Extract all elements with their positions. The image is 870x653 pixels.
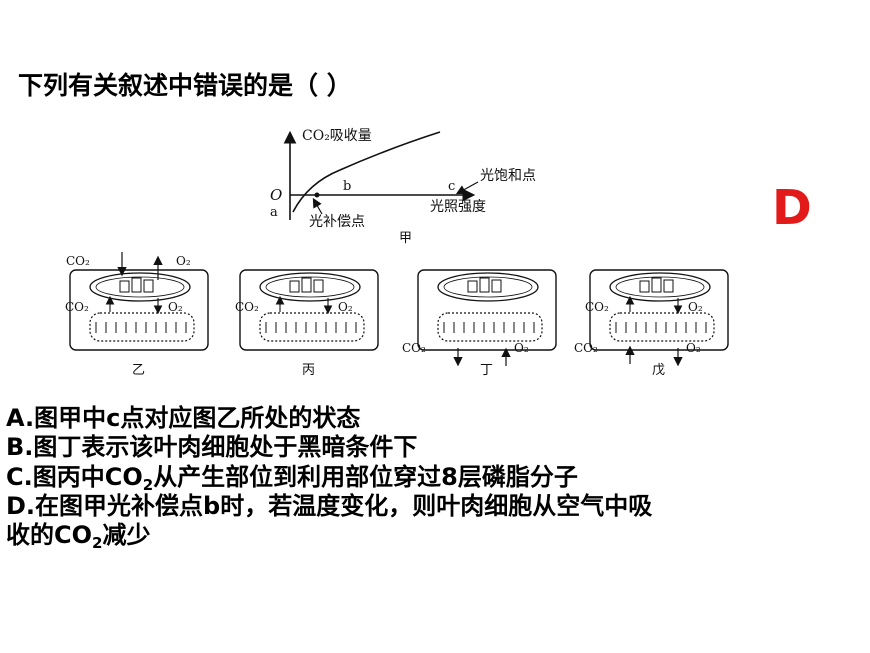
option-c: C.图丙中CO2从产生部位到利用部位穿过8层磷脂分子 [6,462,652,494]
option-d-line2: 收的CO2减少 [6,521,652,553]
x-axis-label: 光照强度 [430,199,486,215]
cell-o2-bottom-label: O₂ [686,341,701,355]
cell-caption: 丁 [480,363,493,378]
cell-o2-top-label: O₂ [176,254,191,268]
cell-wall [589,269,729,351]
mitochondrion [609,312,715,342]
cell-bing: CO₂ O₂ 丙 [235,269,379,378]
option-b: B.图丁表示该叶肉细胞处于黑暗条件下 [6,433,418,462]
option-c-sub: 2 [142,475,154,494]
cell-caption: 戊 [652,363,665,378]
cell-co2-top-label: CO₂ [66,254,90,268]
chloroplast [259,272,361,302]
option-d-pre: 收的CO [6,521,93,550]
cell-co2-bottom-label: CO₂ [574,341,598,355]
saturation-arrow [455,181,479,195]
compensation-label: 光补偿点 [309,214,365,230]
point-a-label: a [270,205,278,220]
cell-co2-mid-label: CO₂ [235,300,259,314]
chloroplast [437,272,539,302]
cell-o2-mid-label: O₂ [688,300,703,314]
option-c-pre: C.图丙中CO [6,462,143,491]
cell-wall [69,269,209,351]
cell-o2-bottom-label: O₂ [514,341,529,355]
chloroplast [89,272,191,302]
graph-caption: 甲 [399,231,412,246]
saturation-label: 光饱和点 [480,168,536,184]
point-b-dot [314,192,320,198]
cell-o2-mid-label: O₂ [338,300,353,314]
point-c-label: c [448,179,455,194]
cell-co2-bottom-label: CO₂ [402,341,426,355]
cell-yi: CO₂ O₂ CO₂ O₂ 乙 [65,252,209,378]
mitochondrion [259,312,365,342]
option-c-post: 从产生部位到利用部位穿过8层磷脂分子 [153,462,578,491]
cell-wall [239,269,379,351]
option-d-post: 减少 [102,521,151,550]
cell-co2-mid-label: CO₂ [65,300,89,314]
cell-wall [417,269,557,351]
cell-co2-mid-label: CO₂ [585,300,609,314]
graph-jia: CO₂吸收量 O a b c 光饱和点 光照强度 光补偿点 甲 [270,128,536,246]
figure: CO₂吸收量 O a b c 光饱和点 光照强度 光补偿点 甲 CO₂ O₂ C… [65,128,729,378]
question-stem: 下列有关叙述中错误的是（ ） [18,71,352,100]
options: A.图甲中c点对应图乙所处的状态 B.图丁表示该叶肉细胞处于黑暗条件下 C.图丙… [6,404,653,553]
option-a: A.图甲中c点对应图乙所处的状态 [6,404,361,432]
point-b-label: b [343,179,351,194]
mitochondrion [437,312,543,342]
option-d-sub: 2 [92,534,103,553]
mitochondrion [89,312,195,342]
origin-label: O [270,186,282,204]
absorption-curve [292,131,441,213]
cell-wu: CO₂ O₂ CO₂ O₂ 戊 [574,269,729,378]
compensation-arrow [312,197,323,215]
cell-o2-mid-label: O₂ [168,300,183,314]
cell-caption: 丙 [302,363,315,378]
answer-label: D [772,180,812,236]
option-d-line1: D.在图甲光补偿点b时，若温度变化，则叶肉细胞从空气中吸 [6,491,653,520]
chloroplast [609,272,711,302]
cell-caption: 乙 [132,363,145,378]
cell-ding: CO₂ O₂ 丁 [402,269,557,378]
y-axis-label: CO₂吸收量 [302,128,372,144]
